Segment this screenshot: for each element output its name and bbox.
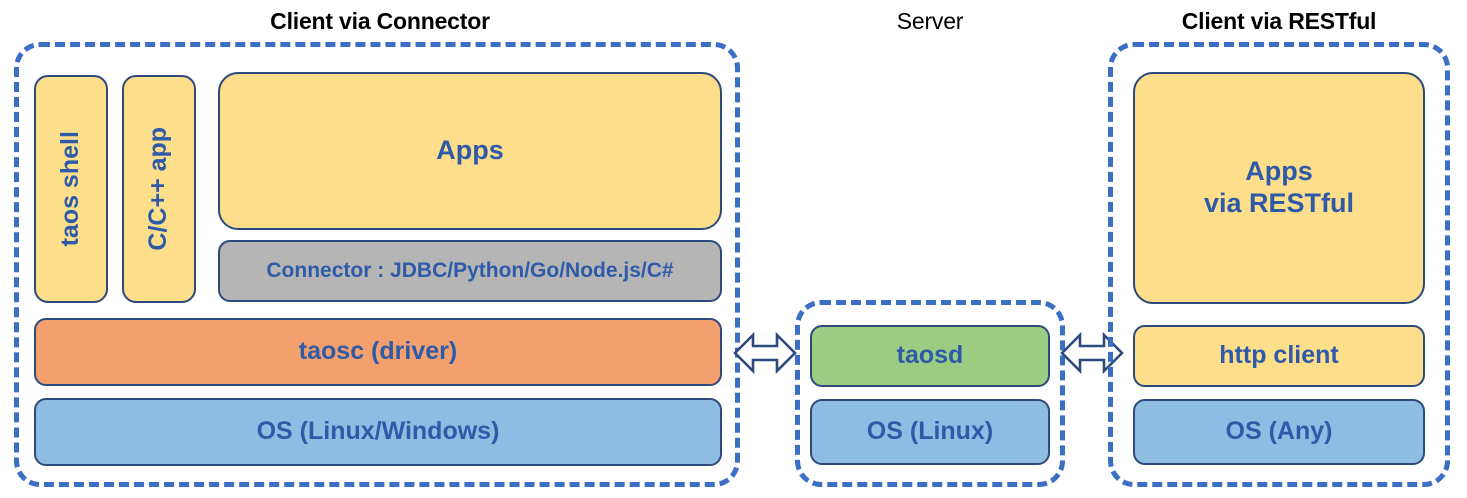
block-apps-via-restful-line2: via RESTful [1203,188,1355,218]
panel-title-client-connector: Client via Connector [270,8,490,34]
double-headed-arrow-icon [1060,331,1124,375]
block-os-linux-windows[interactable]: OS (Linux/Windows) [34,398,722,466]
block-taos-shell-label: taos shell [56,131,85,247]
group-server [795,300,1065,487]
block-cpp-app[interactable]: C/C++ app [122,75,196,303]
arrow-client-connector-to-server [733,327,797,379]
block-cpp-app-label: C/C++ app [144,127,173,251]
block-apps-via-restful[interactable]: Apps via RESTful [1133,72,1425,304]
block-http-client[interactable]: http client [1133,325,1425,387]
group-client-restful [1108,42,1450,487]
block-taosc-driver[interactable]: taosc (driver) [34,318,722,386]
block-apps-via-restful-line1: Apps [1245,156,1313,187]
arrow-server-to-client-restful [1060,327,1124,379]
group-client-connector [14,42,740,487]
block-connector[interactable]: Connector : JDBC/Python/Go/Node.js/C# [218,240,722,302]
block-apps-connector[interactable]: Apps [218,72,722,230]
double-headed-arrow-icon [733,331,797,375]
block-os-any[interactable]: OS (Any) [1133,399,1425,465]
panel-title-server: Server [896,8,964,34]
block-taosd[interactable]: taosd [810,325,1050,387]
panel-title-client-restful: Client via RESTful [1181,8,1377,34]
block-taos-shell[interactable]: taos shell [34,75,108,303]
block-os-linux[interactable]: OS (Linux) [810,399,1050,465]
